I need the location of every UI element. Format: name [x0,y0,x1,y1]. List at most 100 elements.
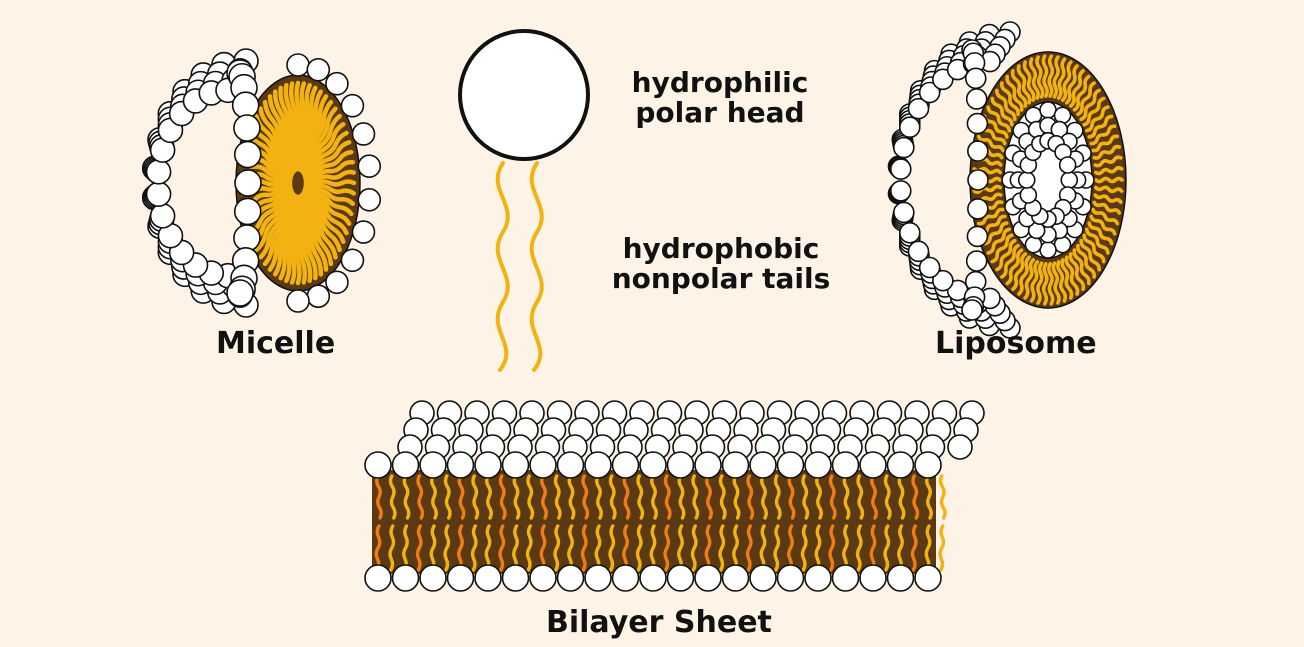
bilayer-tail-upper [526,474,535,520]
bilayer-bottom-head [914,564,942,592]
liposome-label: Liposome [935,326,1097,361]
bilayer-tail-lower [429,524,437,572]
micelle-tail [302,188,346,245]
lipid-head [932,269,954,292]
bilayer-tail-lower [897,524,904,572]
lipid-head [893,136,915,159]
micelle-rim-head [351,220,376,244]
micelle-tail [247,130,294,179]
liposome-tail [1036,261,1044,305]
bilayer-bottom-head [529,564,557,592]
bilayer-tail-lower [580,524,588,572]
micelle-tail [303,182,356,196]
micelle-tail [303,179,357,187]
liposome-tail [1094,166,1124,176]
micelle-tail [302,187,349,236]
liposome-tail [1079,88,1101,122]
bilayer-tail-upper [567,474,576,520]
liposome-tail [1061,60,1073,102]
bilayer-tail-lower [828,524,836,572]
liposome-tail [1076,81,1096,117]
bilayer-tail-lower [745,524,753,572]
bilayer-tail-lower [938,524,946,572]
lipid-head [889,180,912,202]
bilayer-bottom-head [556,564,585,592]
bilayer-tail-upper [718,474,727,520]
bilayer-tail-lower [635,524,643,572]
bilayer-tail-lower [883,524,891,572]
bilayer-tail-upper [773,474,782,520]
lipid-head [898,116,921,139]
bilayer-bottom-head [886,564,915,592]
bilayer-tail-upper [498,474,507,520]
bilayer-tail-lower [924,524,932,572]
liposome-tail [1091,207,1120,226]
bilayer-tail-lower [704,524,712,572]
micelle-tail [303,140,352,180]
liposome-inner-head [1058,156,1077,174]
micelle-rim-head [325,270,349,295]
bilayer-top-head [886,451,915,479]
bilayer-tail-lower [718,524,726,572]
bilayer-back-head [947,434,973,460]
bilayer-tail-upper [801,474,810,520]
liposome-tail [1092,144,1122,160]
bilayer-top-head [776,451,805,479]
liposome-tail [1016,64,1032,105]
liposome-tail [1056,57,1067,100]
lipid-head [918,81,941,104]
liposome-tail [976,207,1005,226]
liposome-tail [1089,124,1117,146]
bilayer-tail-lower [539,524,547,572]
micelle-rim-head [340,93,365,118]
bilayer-tail-lower [690,524,698,572]
liposome-tail [1064,255,1080,296]
tail-right [529,161,544,372]
liposome-tail [1068,252,1086,291]
liposome-edge-head [961,299,983,321]
bilayer-bottom-head [611,564,640,592]
liposome-edge-head [967,198,989,220]
lipid-head [898,221,921,244]
bilayer-tail-upper [760,474,768,520]
bilayer-top-head [391,451,420,479]
bilayer-top-head [831,451,860,479]
bilayer-tail-upper [691,474,700,520]
liposome-tail [1017,255,1031,296]
tail-label-line1: hydrophobic [622,232,820,265]
micelle-rim-head [340,248,365,273]
liposome-tail [1035,55,1045,99]
bilayer-top-head [419,451,447,479]
liposome-tail [1000,243,1020,279]
bilayer-bottom-head [501,564,530,592]
liposome-tail [986,227,1011,255]
bilayer-tail-upper [856,474,865,520]
bilayer-tail-upper [938,474,947,520]
bilayer-top-head [474,451,502,479]
bilayer-top-head [859,451,887,479]
liposome-tail [986,105,1011,133]
liposome-tail [1011,252,1028,291]
bilayer-tail-upper [622,474,631,520]
liposome-tail [1047,262,1055,306]
micelle-tail [303,169,356,185]
liposome-tail [999,81,1020,117]
bilayer-bottom-head [831,564,860,592]
bilayer-tail-upper [732,474,741,520]
bilayer-tail-lower [869,524,877,572]
bilayer-tail-upper [883,474,892,520]
liposome-edge-head [966,112,989,135]
bilayer-tail-lower [512,524,519,572]
liposome-tail [1094,185,1124,194]
bilayer-top-head [364,451,392,479]
bilayer-tail-lower [773,524,781,572]
bilayer-top-head [584,451,612,479]
bilayer-top-head [639,451,667,479]
bilayer-tail-lower [608,524,616,572]
bilayer-tail-upper [815,474,823,520]
bilayer-bottom-head [419,564,447,592]
liposome-tail [1023,258,1035,300]
bilayer-top-head [749,451,777,479]
